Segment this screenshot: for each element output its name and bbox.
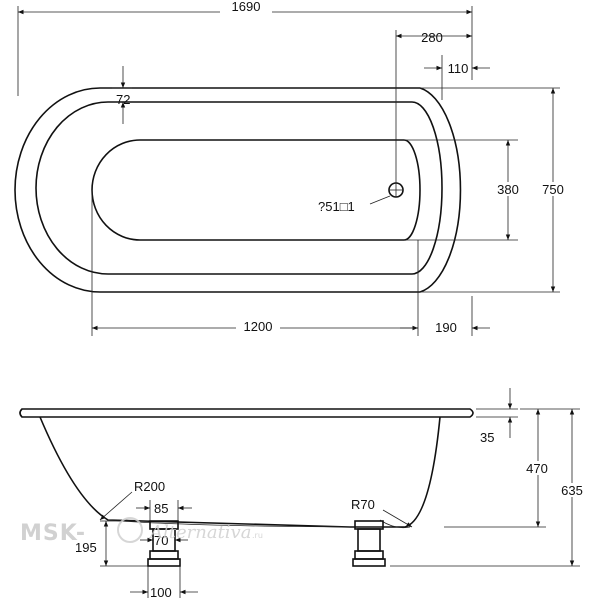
side-rim (19, 408, 474, 418)
drain-icon (388, 182, 404, 198)
dim-end-offset: 190 (435, 320, 457, 335)
dim-foot-height: 195 (75, 540, 97, 555)
dim-inner-depth: 470 (526, 461, 548, 476)
dim-overall-length: 1690 (232, 0, 261, 14)
watermark-logo-icon (117, 517, 143, 543)
dim-foot-top: 85 (154, 501, 168, 516)
dim-foot-base: 100 (150, 585, 172, 600)
dim-radius-small: R70 (351, 497, 375, 512)
dim-rim-height: 35 (480, 430, 494, 445)
top-view: 1690 280 110 72 380 750 ?51□1 (14, 0, 569, 336)
left-foot (147, 520, 181, 567)
dim-overall-height: 635 (561, 483, 583, 498)
dim-rim-end: 110 (448, 61, 469, 76)
side-tub-body (39, 416, 441, 528)
basin-outline (91, 139, 421, 241)
dim-rim-width: 72 (116, 92, 130, 107)
dim-radius-large: R200 (134, 479, 165, 494)
dim-inner-width: 380 (497, 182, 519, 197)
watermark-suffix: .ru (252, 531, 263, 540)
inner-rim-outline (35, 101, 443, 275)
dim-waste-offset: 280 (421, 30, 443, 45)
right-foot (352, 520, 386, 567)
watermark-script: Alternativa (148, 522, 251, 543)
dim-foot-mid: 70 (154, 533, 168, 548)
dim-overall-width: 750 (542, 182, 564, 197)
drain-label: ?51□1 (318, 199, 355, 214)
side-view: 35 470 635 R200 R70 85 70 195 (19, 388, 590, 600)
dim-inner-length: 1200 (244, 319, 273, 334)
watermark: MSK- Alternativa .ru (20, 517, 263, 546)
watermark-brand: MSK- (20, 521, 86, 546)
